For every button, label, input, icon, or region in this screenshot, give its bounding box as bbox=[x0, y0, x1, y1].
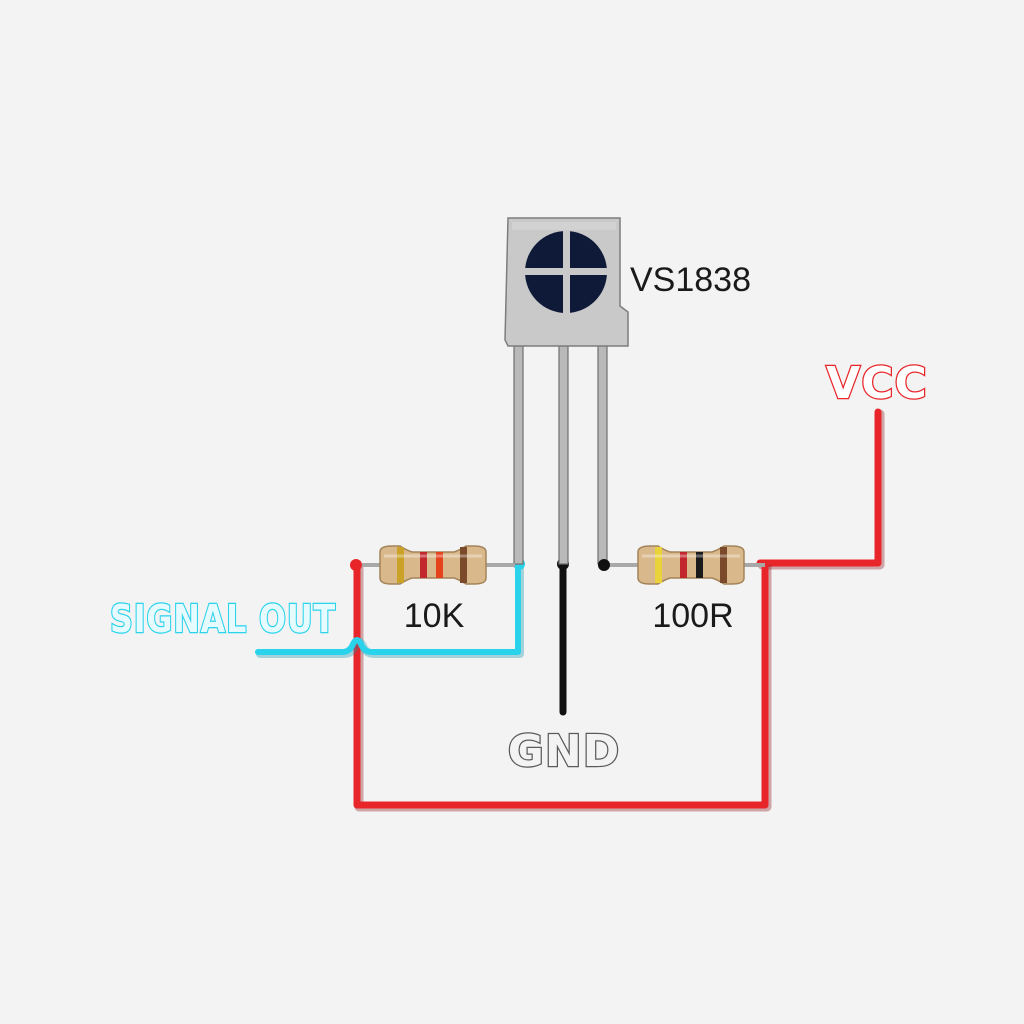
vcc-label: VCC bbox=[826, 358, 928, 409]
sensor-lens bbox=[525, 231, 607, 313]
gnd-label: GND bbox=[508, 726, 620, 777]
resistor-10k-band bbox=[460, 547, 467, 583]
vcc-wire bbox=[350, 408, 885, 812]
vcc-junction-node bbox=[350, 559, 362, 571]
resistor-100r bbox=[598, 545, 765, 585]
resistor-10k-body bbox=[379, 545, 487, 585]
resistor-10k-band bbox=[397, 547, 404, 583]
resistor-100r-band bbox=[655, 547, 662, 583]
resistor-10k-band bbox=[420, 552, 427, 578]
signal-out-label: SIGNAL OUT bbox=[110, 597, 336, 641]
component-name-label: VS1838 bbox=[630, 261, 751, 299]
resistor-10k-band bbox=[436, 552, 443, 578]
vcc-pin-junction-node bbox=[598, 559, 610, 571]
resistor-10k-label: 10K bbox=[404, 597, 465, 635]
resistor-100r-band bbox=[680, 552, 687, 578]
vs1838-sensor bbox=[504, 217, 629, 565]
resistor-10k bbox=[362, 545, 515, 585]
resistor-100r-body bbox=[637, 545, 745, 585]
resistor-100r-band bbox=[696, 552, 703, 578]
resistor-100r-label: 100R bbox=[652, 597, 733, 635]
resistor-100r-band bbox=[720, 547, 727, 583]
